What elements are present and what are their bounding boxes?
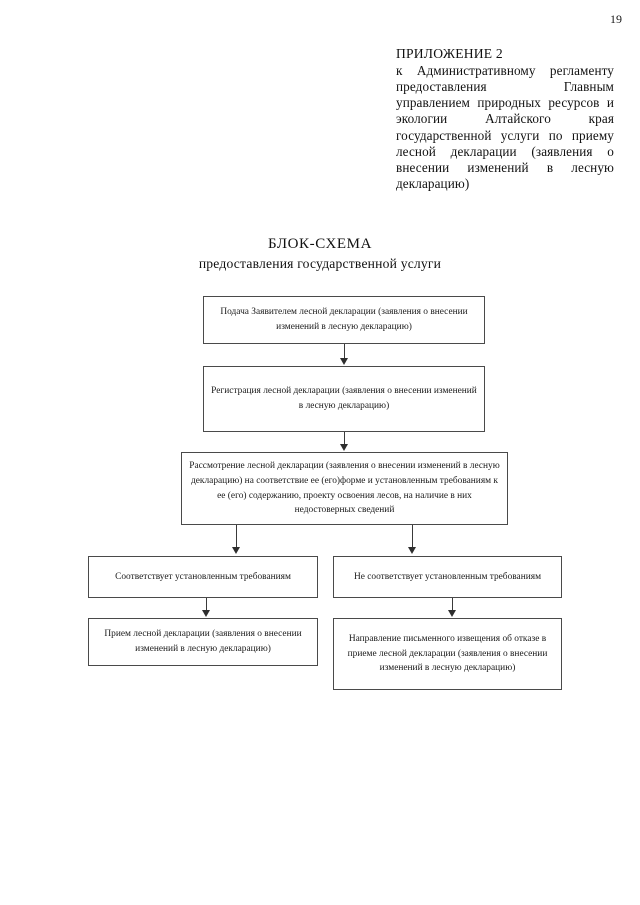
flow-node-non-compliant: Не соответствует установленным требовани…	[333, 556, 562, 598]
flow-node-accept: Прием лесной декларации (заявления о вне…	[88, 618, 318, 666]
connector-register-to-review	[344, 432, 345, 446]
flow-node-register-label: Регистрация лесной декларации (заявления…	[211, 386, 477, 411]
flow-node-submit-label: Подача Заявителем лесной декларации (зая…	[220, 307, 468, 332]
flow-node-non-compliant-label: Не соответствует установленным требовани…	[354, 571, 541, 582]
flow-node-compliant: Соответствует установленным требованиям	[88, 556, 318, 598]
arrow-down-icon	[340, 358, 348, 365]
flow-node-review: Рассмотрение лесной декларации (заявлени…	[181, 452, 508, 525]
connector-submit-to-register	[344, 344, 345, 360]
flow-node-register: Регистрация лесной декларации (заявления…	[203, 366, 485, 432]
arrow-down-icon	[202, 610, 210, 617]
appendix-header: ПРИЛОЖЕНИЕ 2 к Административному регламе…	[396, 46, 614, 193]
page-subtitle: предоставления государственной услуги	[198, 256, 442, 271]
connector-review-to-compliant	[236, 525, 237, 549]
flow-node-compliant-label: Соответствует установленным требованиям	[115, 571, 291, 582]
page-title: БЛОК-СХЕМА	[267, 236, 373, 252]
arrow-down-icon	[232, 547, 240, 554]
flow-node-refusal: Направление письменного извещения об отк…	[333, 618, 562, 690]
connector-review-to-non-compliant	[412, 525, 413, 549]
appendix-body-text: к Административному регламенту предостав…	[396, 62, 614, 192]
flow-node-refusal-label: Направление письменного извещения об отк…	[347, 634, 548, 674]
page-number: 19	[610, 12, 622, 26]
connector-non-compliant-to-refusal	[452, 598, 453, 612]
appendix-title: ПРИЛОЖЕНИЕ 2	[396, 46, 503, 61]
flow-node-review-label: Рассмотрение лесной декларации (заявлени…	[189, 461, 500, 516]
arrow-down-icon	[448, 610, 456, 617]
connector-compliant-to-accept	[206, 598, 207, 612]
arrow-down-icon	[408, 547, 416, 554]
arrow-down-icon	[340, 444, 348, 451]
flow-node-submit: Подача Заявителем лесной декларации (зая…	[203, 296, 485, 344]
flow-node-accept-label: Прием лесной декларации (заявления о вне…	[104, 629, 302, 654]
